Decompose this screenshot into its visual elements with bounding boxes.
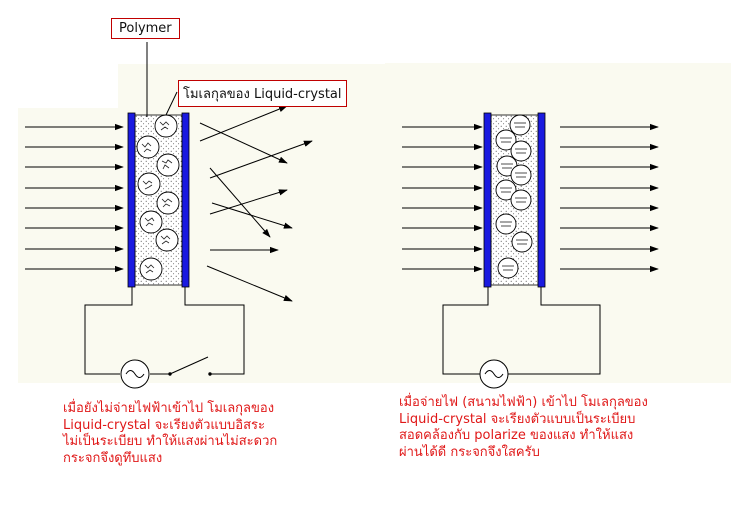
- right-ac-source-icon: [479, 359, 509, 389]
- right-incoming-light-rays: [402, 123, 483, 273]
- left-incoming-light-rays: [25, 123, 124, 273]
- caption-off-state: เมื่อยังไม่จ่ายไฟฟ้าเข้าไป โมเลกุลของ Li…: [63, 401, 277, 467]
- lc-molecule-pointer-line: [165, 91, 178, 116]
- left-panel-notch: [18, 64, 118, 108]
- caption-line: สอดคล้องกับ polarize ของแสง ทำให้แสง: [399, 428, 634, 443]
- right-lc-molecule-aligned-strokes: [500, 122, 528, 271]
- caption-line: ผ่านได้ดี กระจกจึงใสครับ: [399, 444, 540, 460]
- polymer-label: Polymer: [111, 18, 180, 39]
- left-ac-source-icon: [120, 359, 150, 389]
- left-electrode-back: [181, 112, 190, 288]
- right-electrode-front: [483, 112, 492, 288]
- caption-line: เมื่อจ่ายไฟ (สนามไฟฟ้า) เข้าไป โมเลกุลขอ…: [399, 395, 648, 410]
- right-electrode-back: [537, 112, 546, 288]
- left-scattered-light-rays: [199, 105, 313, 302]
- left-switch-icon-open: [168, 356, 212, 376]
- left-panel-background: [18, 64, 428, 383]
- right-transmitted-light-rays: [560, 123, 659, 273]
- caption-line: เมื่อยังไม่จ่ายไฟฟ้าเข้าไป โมเลกุลของ: [63, 401, 275, 416]
- left-lc-molecule-squiggles: [141, 121, 173, 274]
- caption-on-state: เมื่อจ่ายไฟ (สนามไฟฟ้า) เข้าไป โมเลกุลขอ…: [399, 395, 648, 461]
- caption-line: Liquid-crystal จะเรียงตัวแบบเป็นระเบียบ: [399, 411, 636, 427]
- caption-line: กระจกจึงดูทึบแสง: [63, 450, 163, 466]
- right-panel-background: [385, 63, 731, 383]
- right-circuit-wire: [442, 287, 601, 375]
- lc-molecule-label: โมเลกุลของ Liquid-crystal: [178, 80, 347, 107]
- left-electrode-front: [127, 112, 136, 288]
- right-lc-droplets-aligned: [495, 114, 533, 279]
- caption-line: ไม่เป็นระเบียบ ทำให้แสงผ่านไม่สะดวก: [63, 434, 278, 449]
- left-circuit-wire: [84, 287, 245, 375]
- left-lc-droplets-random: [136, 114, 180, 281]
- caption-line: Liquid-crystal จะเรียงตัวแบบอิสระ: [63, 417, 265, 433]
